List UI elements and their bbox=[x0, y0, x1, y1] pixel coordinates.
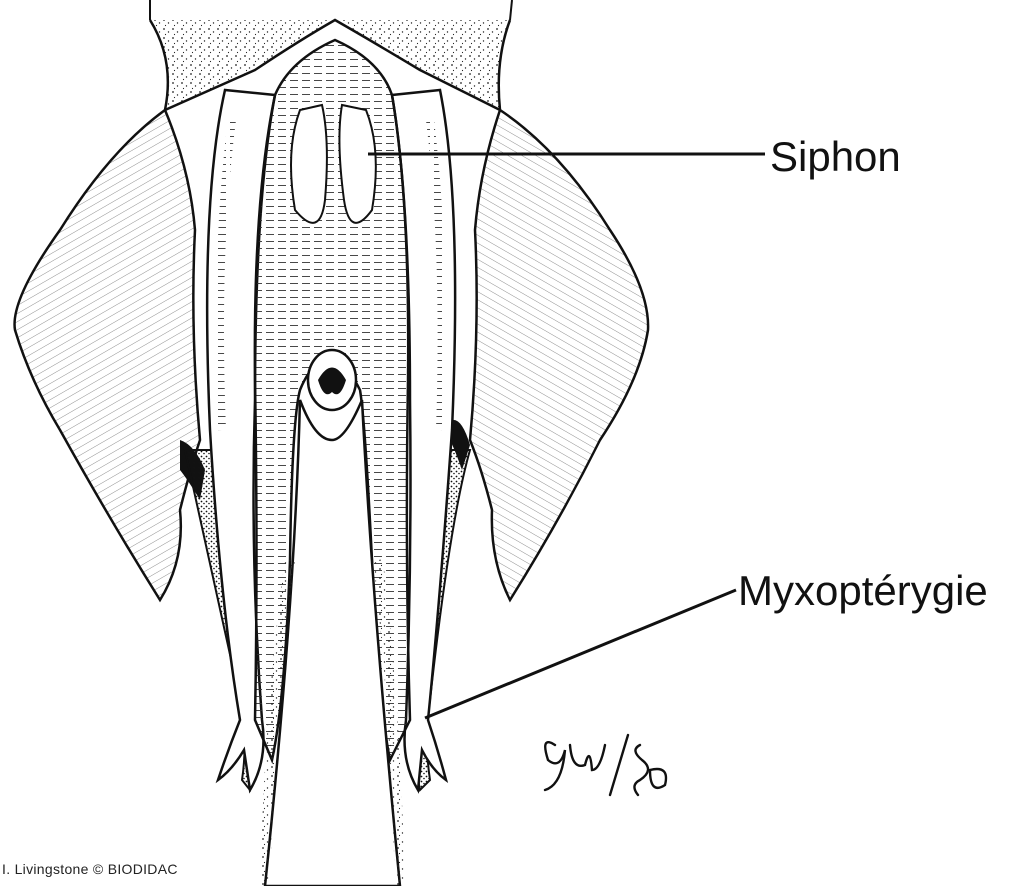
left-clasper bbox=[183, 88, 277, 794]
signature-mark bbox=[543, 733, 668, 797]
myxopterygie-label: Myxoptérygie bbox=[738, 567, 988, 614]
siphon-label: Siphon bbox=[770, 133, 901, 180]
cloaca bbox=[306, 348, 358, 412]
credit-text: I. Livingstone © BIODIDAC bbox=[2, 861, 178, 877]
tail bbox=[260, 399, 405, 886]
left-pelvic-fin bbox=[13, 108, 205, 603]
central-body bbox=[253, 38, 412, 765]
body-top bbox=[148, 0, 513, 113]
myxopterygie-leader-line bbox=[424, 588, 737, 720]
right-pelvic-fin bbox=[450, 108, 650, 603]
